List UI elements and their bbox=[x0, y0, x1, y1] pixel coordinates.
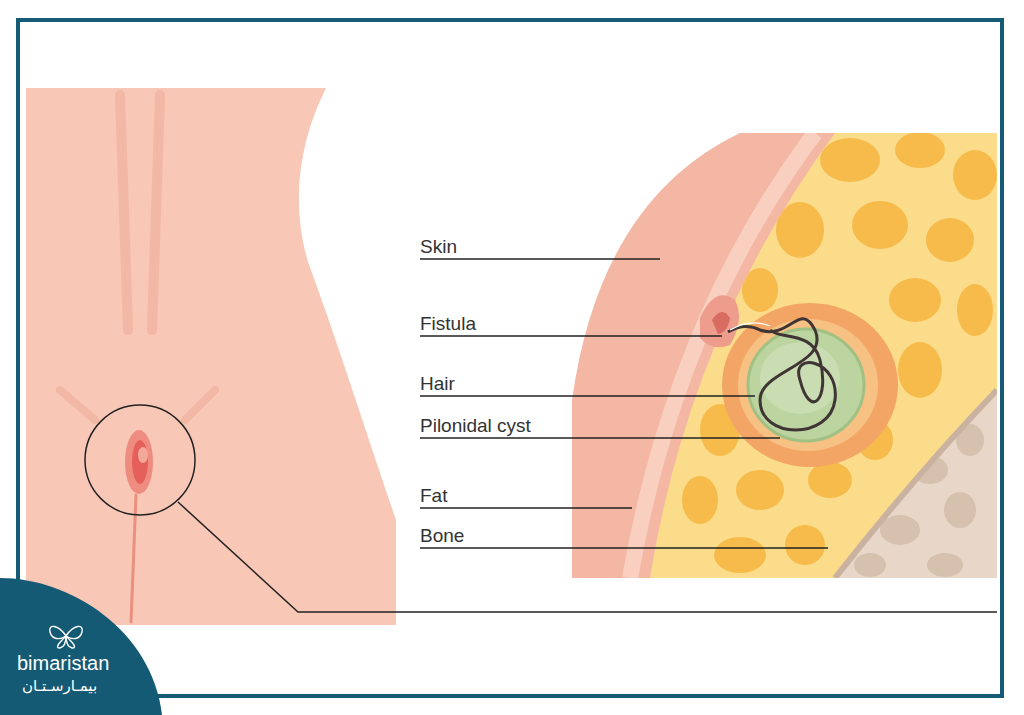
part-label: Skin bbox=[420, 236, 457, 258]
part-label: Fistula bbox=[420, 313, 476, 335]
part-label: Bone bbox=[420, 525, 464, 547]
watermark: بيمـارسـتـان bbox=[22, 677, 97, 694]
part-label: Hair bbox=[420, 373, 455, 395]
logo bbox=[0, 578, 162, 715]
cross-section bbox=[560, 120, 1010, 590]
watermark: bimaristan bbox=[17, 652, 109, 675]
part-label: Pilonidal cyst bbox=[420, 415, 531, 437]
frame bbox=[18, 20, 1002, 696]
leader-lines bbox=[420, 259, 828, 548]
part-label: Fat bbox=[420, 485, 447, 507]
